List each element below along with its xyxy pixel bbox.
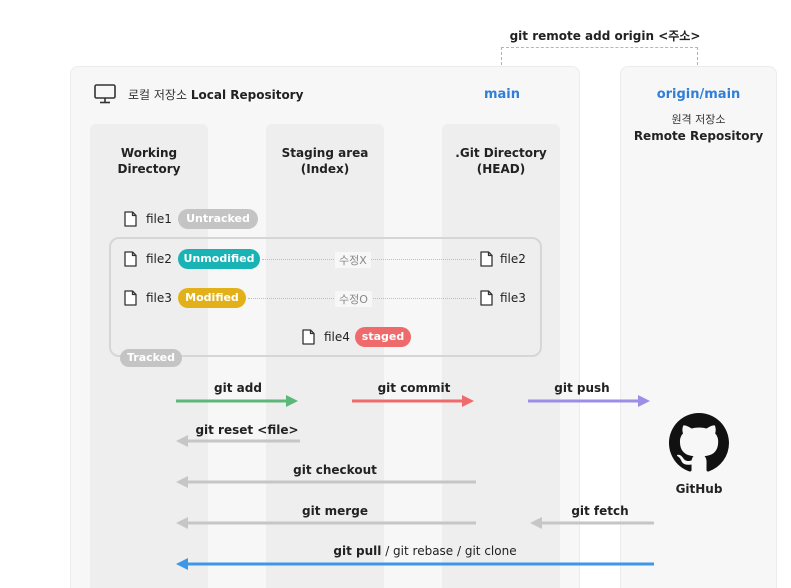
git-reset-arrow — [176, 435, 300, 447]
git-pull-alternatives: / git rebase / git clone — [381, 544, 517, 558]
remote-add-connector — [501, 47, 698, 65]
remote-add-command: git remote add origin <주소> — [509, 29, 701, 43]
git-directory-header: .Git Directory (HEAD) — [442, 145, 560, 177]
git-merge-label: git merge — [302, 504, 368, 518]
local-branch-label: main — [483, 87, 521, 102]
remote-title-ko: 원격 저장소 — [671, 113, 726, 126]
git-merge-arrow — [176, 517, 476, 529]
staged-badge: staged — [355, 327, 411, 347]
git-checkout-label: git checkout — [293, 463, 377, 477]
unmodified-badge: Unmodified — [178, 249, 260, 269]
git-add-arrow — [176, 395, 298, 407]
git-push-label: git push — [554, 381, 610, 395]
git-fetch-arrow — [530, 517, 654, 529]
git-fetch-label: git fetch — [571, 504, 629, 518]
column-header-line: (Index) — [300, 162, 350, 176]
file2-label: file2 — [146, 252, 172, 266]
remote-title-en: Remote Repository — [633, 129, 764, 143]
remote-repository-panel — [620, 66, 777, 588]
untracked-badge: Untracked — [178, 209, 258, 229]
modified-badge: Modified — [178, 288, 246, 308]
git-pull-bold: git pull — [333, 544, 382, 558]
tracked-badge: Tracked — [120, 349, 182, 367]
local-title-en: Local Repository — [190, 88, 304, 102]
column-header-line: (HEAD) — [476, 162, 526, 176]
local-repository-title: 로컬 저장소 Local Repository — [128, 86, 303, 103]
git-checkout-arrow — [176, 476, 476, 488]
column-header-line: .Git Directory — [455, 146, 547, 160]
file1-label: file1 — [146, 212, 172, 226]
working-directory-header: Working Directory — [90, 145, 208, 177]
remote-branch-label: origin/main — [656, 87, 741, 102]
git-reset-label: git reset <file> — [195, 423, 299, 437]
file2-change-label: 수정X — [335, 252, 371, 268]
git-add-label: git add — [214, 381, 262, 395]
file-icon — [302, 329, 315, 345]
git-pull-label: git pull / git rebase / git clone — [290, 544, 560, 558]
file2-head-label: file2 — [500, 252, 526, 266]
column-header-line: Staging area — [281, 146, 369, 160]
file4-label: file4 — [324, 330, 350, 344]
github-label: GitHub — [675, 482, 723, 496]
git-commit-arrow — [352, 395, 474, 407]
column-header-line: Directory — [117, 162, 181, 176]
github-icon — [669, 413, 729, 472]
monitor-icon — [94, 84, 116, 104]
git-commit-label: git commit — [377, 381, 451, 395]
file-icon — [124, 290, 137, 306]
file-icon — [480, 290, 493, 306]
tracked-files-group — [109, 237, 542, 357]
local-title-ko: 로컬 저장소 — [128, 88, 188, 102]
file3-label: file3 — [146, 291, 172, 305]
git-push-arrow — [528, 395, 650, 407]
file3-head-label: file3 — [500, 291, 526, 305]
file-icon — [124, 251, 137, 267]
file-icon — [124, 211, 137, 227]
staging-area-header: Staging area (Index) — [266, 145, 384, 177]
git-pull-arrow — [176, 558, 654, 570]
file3-change-label: 수정O — [335, 291, 372, 307]
file-icon — [480, 251, 493, 267]
column-header-line: Working — [120, 146, 178, 160]
